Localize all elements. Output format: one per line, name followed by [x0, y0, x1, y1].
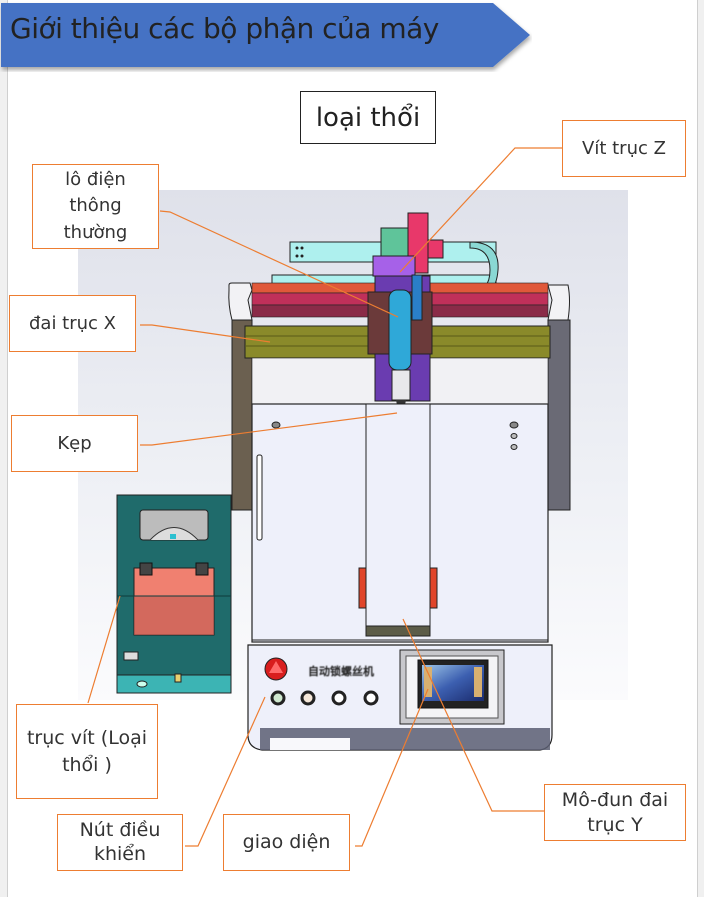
- leader-lines: [87, 147, 565, 847]
- screw-feeder: [116, 494, 232, 694]
- callout-clamp: Kẹp: [11, 415, 138, 472]
- callout-z-axis-screw: Vít trục Z: [562, 120, 686, 177]
- touch-screen: [399, 649, 505, 725]
- callout-interface-text: giao diện: [242, 831, 331, 854]
- banner-arrow-shape: [1, 3, 530, 67]
- callout-interface: giao diện: [223, 814, 350, 871]
- callout-screw-feeder: trục vít (Loại thổi ): [16, 704, 158, 799]
- callout-control-buttons: Nút điều khiển: [57, 814, 183, 871]
- callout-x-axis-belt-text: đai trục X: [29, 312, 116, 334]
- page-title: Giới thiệu các bộ phận của máy: [10, 12, 439, 45]
- callout-normal-power-hole: lô điện thông thường: [32, 164, 159, 249]
- subtitle-box: loại thổi: [300, 91, 436, 144]
- leader-z-axis-screw: [399, 147, 565, 273]
- control-panel: 自动锁螺丝机: [264, 657, 379, 706]
- page-edge-right: [697, 0, 704, 897]
- leader-clamp: [140, 412, 398, 446]
- gantry-right-pillar: [547, 284, 571, 511]
- leader-control-buttons: [185, 696, 266, 847]
- callout-y-axis-belt-module-text: Mô-đun đai trục Y: [561, 788, 669, 836]
- gantry-left-pillar: [228, 282, 253, 511]
- leader-screw-feeder: [87, 595, 121, 704]
- callout-control-buttons-text: Nút điều khiển: [79, 818, 161, 865]
- leader-x-axis-belt: [140, 324, 271, 343]
- leader-y-axis-belt: [402, 618, 545, 812]
- callout-x-axis-belt: đai trục X: [9, 295, 136, 352]
- z-axis-carriage: [367, 212, 444, 420]
- leader-interface: [355, 688, 429, 847]
- subtitle-text: loại thổi: [315, 102, 421, 133]
- leader-power-hole: [159, 210, 399, 318]
- panel-label: 自动锁螺丝机: [308, 664, 374, 678]
- title-banner: Giới thiệu các bộ phận của máy: [0, 0, 532, 68]
- callout-normal-power-hole-text: lô điện thông thường: [63, 169, 128, 243]
- callout-y-axis-belt-module: Mô-đun đai trục Y: [544, 784, 686, 841]
- page-edge-left: [0, 0, 8, 897]
- callout-clamp-text: Kẹp: [57, 432, 92, 454]
- callout-screw-feeder-text: trục vít (Loại thổi ): [26, 726, 147, 776]
- callout-z-axis-screw-text: Vít trục Z: [582, 137, 666, 159]
